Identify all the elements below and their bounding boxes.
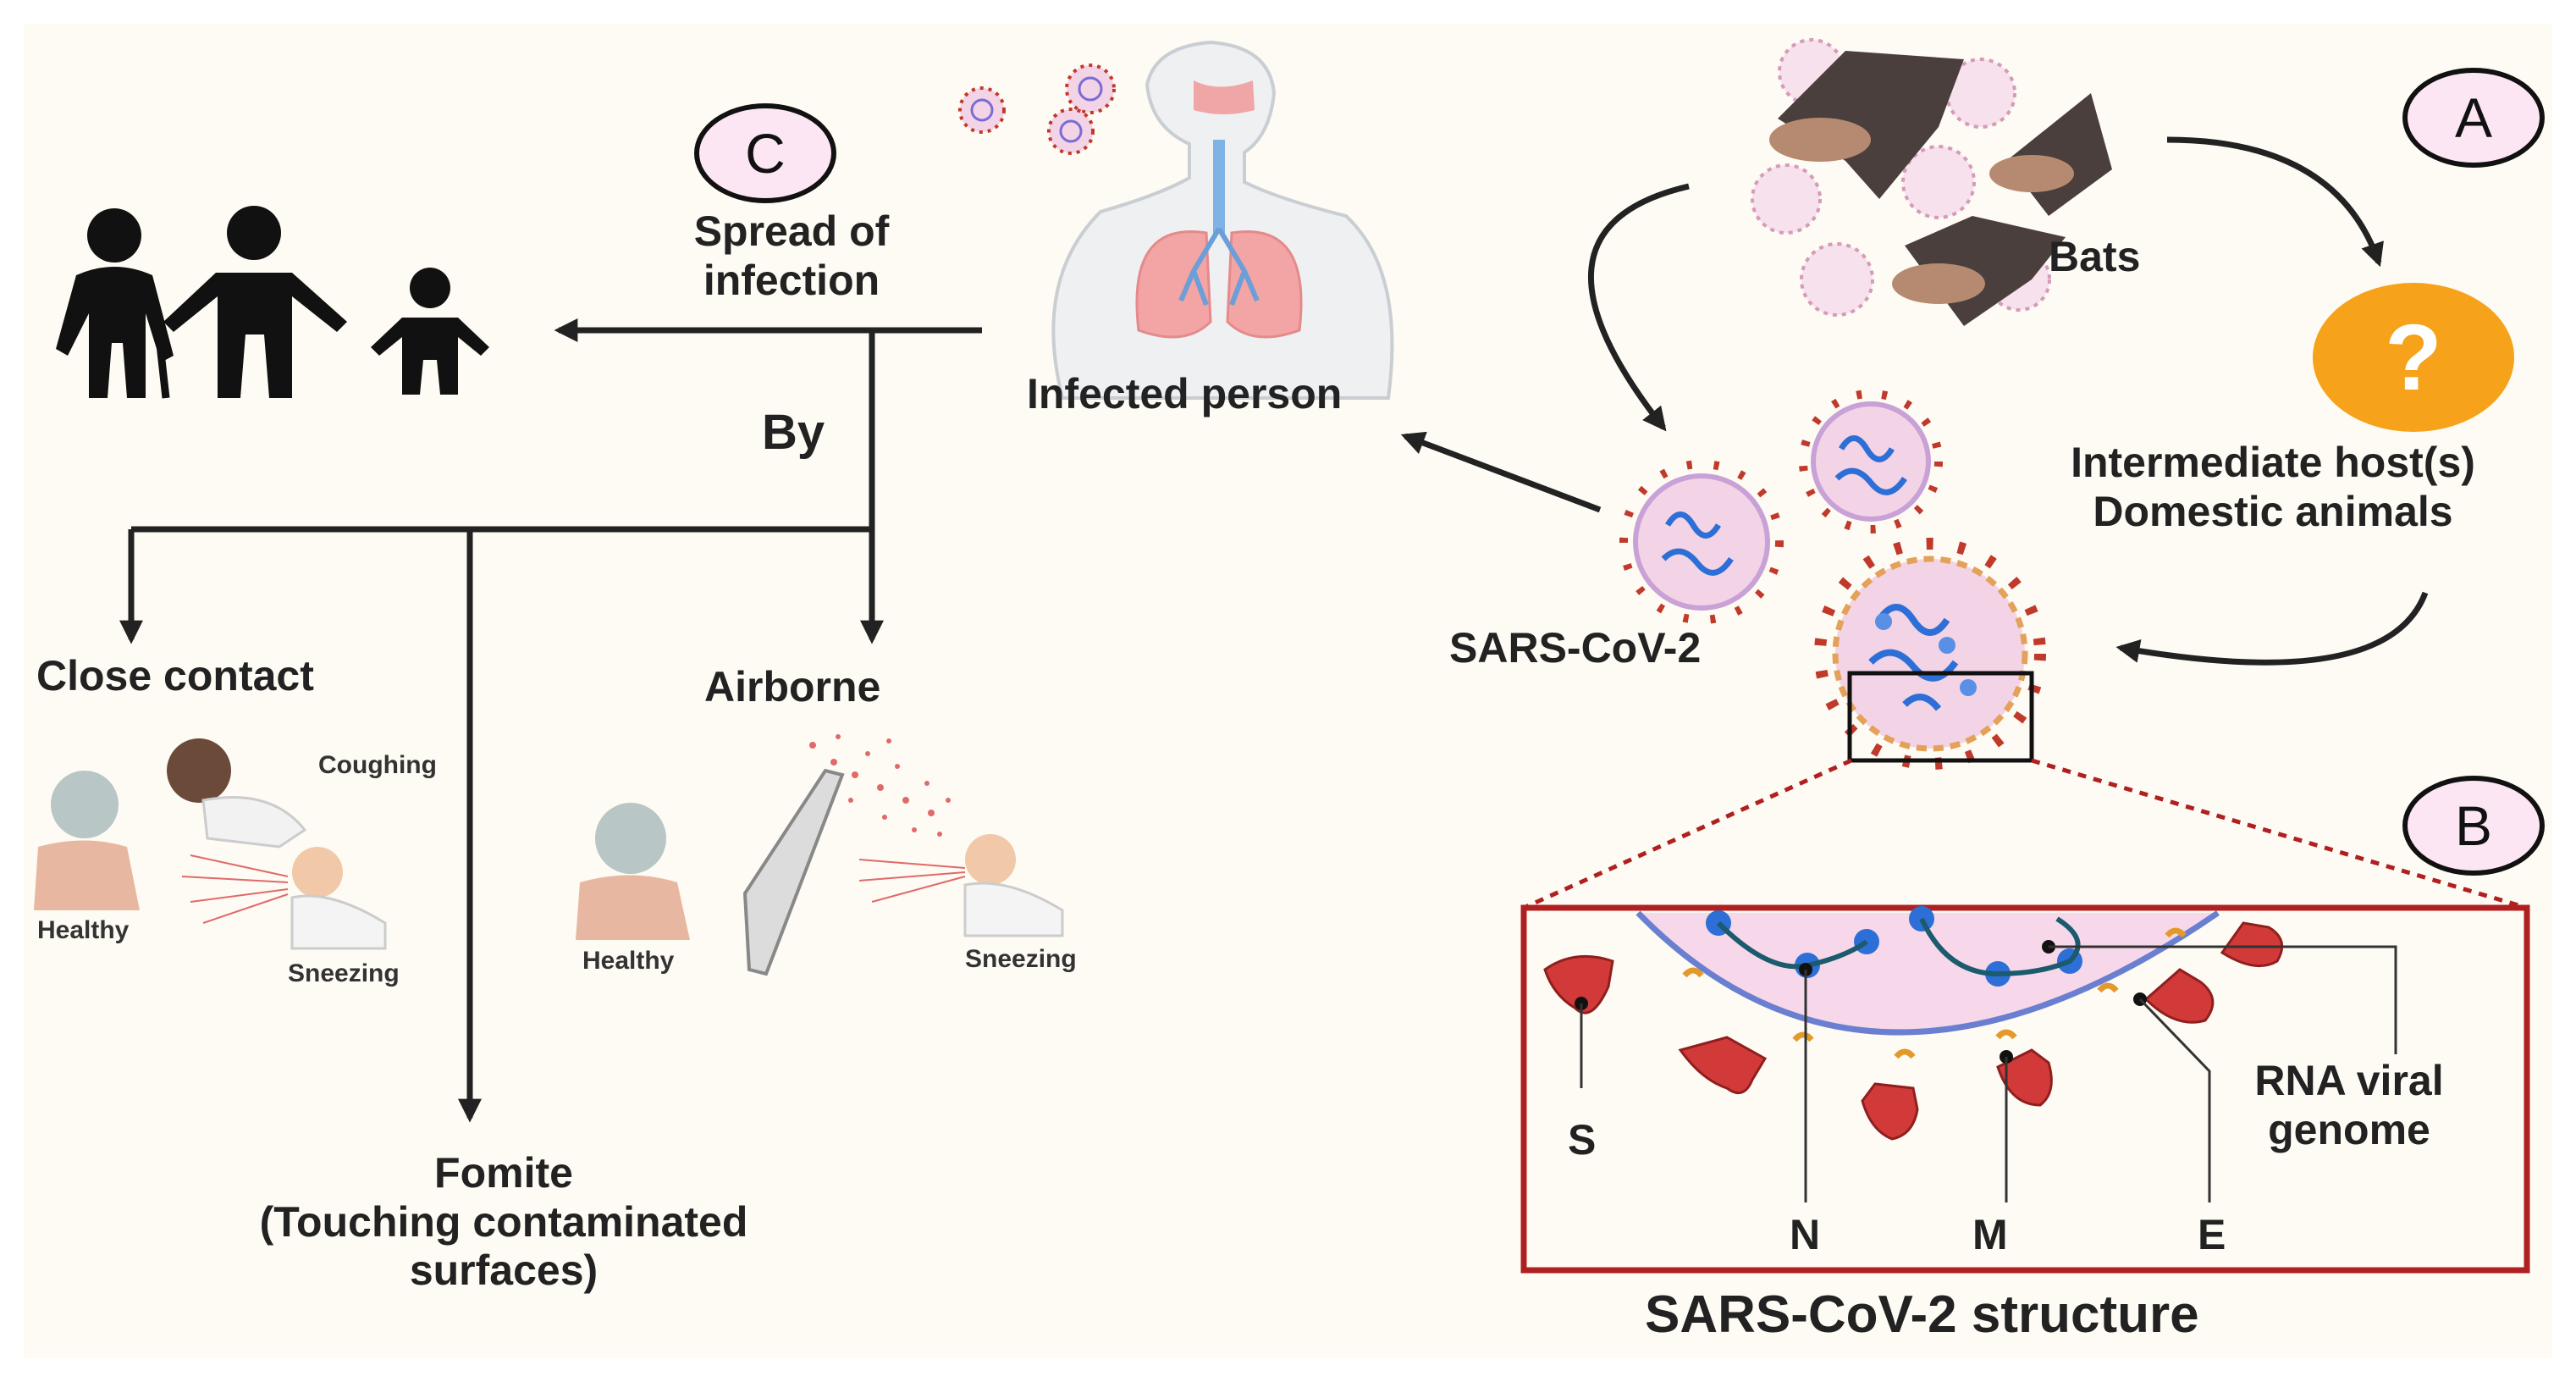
transmission-arrows: [119, 318, 982, 1123]
intermediate-line-2: Domestic animals: [2093, 487, 2453, 535]
airborne-scene: [576, 734, 1064, 976]
structure-detail-panel: [1520, 904, 2530, 1274]
healthy-label-close: Healthy: [37, 916, 130, 944]
sneezing-person-icon: [963, 834, 1064, 937]
spread-of-infection-label: Spread of infection: [631, 207, 952, 305]
coughing-label: Coughing: [318, 751, 437, 779]
spread-line-2: infection: [703, 256, 880, 304]
virus-particle-icon: [1814, 538, 2046, 770]
fomite-line-1: Fomite: [434, 1149, 573, 1197]
airborne-virus-icons: [958, 64, 1116, 155]
nucleocapsid-n-label: N: [1790, 1211, 1821, 1258]
membrane-m-label: M: [1972, 1211, 2008, 1258]
aerosol-particles-icon: [809, 734, 951, 837]
unknown-host-badge: ?: [2313, 283, 2514, 432]
virus-name-label: SARS-CoV-2: [1449, 624, 1702, 672]
rna-genome-label: RNA viral genome: [2214, 1057, 2485, 1154]
infected-person-label: Infected person: [1027, 370, 1343, 417]
healthy-person-icon: [34, 771, 140, 910]
spike-s-label: S: [1568, 1116, 1597, 1164]
intermediate-line-1: Intermediate host(s): [2071, 439, 2475, 486]
healthy-person-icon: [576, 803, 690, 940]
sneezing-person-icon: [290, 847, 387, 950]
close-contact-scene: [34, 738, 387, 950]
bats-illustration: [1751, 38, 2112, 326]
fomite-line-3: surfaces): [409, 1247, 598, 1294]
structure-title: SARS-CoV-2 structure: [1645, 1285, 2199, 1344]
sars-cov-2-particles: [1619, 390, 2046, 770]
rna-line-2: genome: [2268, 1105, 2430, 1153]
panel-label-b: B: [2402, 776, 2545, 876]
elderly-person-icon: [56, 208, 174, 399]
panel-label-a: A: [2402, 68, 2545, 168]
sneezing-label-close: Sneezing: [288, 959, 400, 987]
intermediate-host-label: Intermediate host(s) Domestic animals: [1985, 439, 2561, 536]
virus-particle-icon: [1619, 460, 1784, 624]
origin-arrows: [1400, 136, 2429, 666]
droplet-spray-icon: [181, 854, 289, 924]
adult-person-icon: [163, 206, 347, 398]
barrier-glass-icon: [742, 768, 845, 976]
spread-line-1: Spread of: [693, 207, 890, 255]
panel-label-c: C: [694, 103, 836, 203]
bat-icons: [1769, 51, 2112, 326]
by-label: By: [762, 405, 825, 460]
rna-line-1: RNA viral: [2254, 1057, 2444, 1104]
callout-lines: [1580, 945, 2397, 1202]
virus-particle-icon: [1799, 390, 1943, 533]
coughing-person-icon: [167, 738, 307, 849]
envelope-e-label: E: [2198, 1211, 2226, 1258]
fomite-line-2: (Touching contaminated: [259, 1197, 748, 1246]
close-contact-label: Close contact: [36, 652, 314, 699]
spike-protein-icons: [1543, 921, 2284, 1141]
zoom-source-box: [1847, 671, 2034, 763]
fomite-label: Fomite (Touching contaminated surfaces): [165, 1149, 842, 1296]
airborne-label: Airborne: [704, 663, 881, 710]
bats-label: Bats: [2049, 233, 2141, 280]
sneezing-label-airborne: Sneezing: [965, 945, 1077, 973]
people-group-icon: [56, 206, 489, 399]
zoom-connector-lines: [1522, 758, 2528, 910]
membrane-protein-icons: [1682, 927, 2187, 1059]
healthy-label-airborne: Healthy: [582, 947, 675, 975]
infected-person-illustration: [1051, 40, 1394, 400]
child-person-icon: [371, 268, 489, 395]
